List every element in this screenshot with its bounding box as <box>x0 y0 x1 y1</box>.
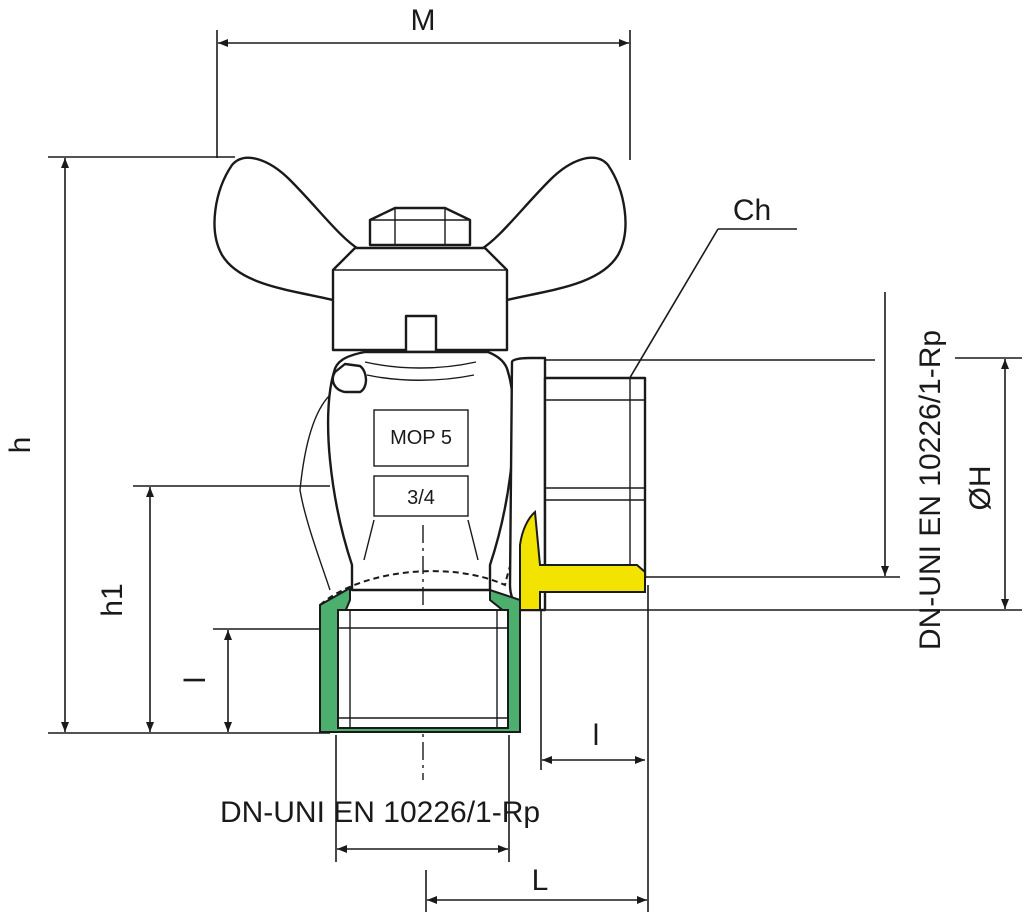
dimension-h <box>48 156 330 734</box>
body-mop-label: MOP 5 <box>390 427 452 449</box>
body-size-label: 3/4 <box>407 487 435 509</box>
dimension-l-horizontal <box>540 600 645 770</box>
dimension-l-vertical <box>213 628 340 732</box>
dimension-h1 <box>133 485 330 732</box>
label-ch: Ch <box>733 194 771 227</box>
leader-ch <box>618 228 797 395</box>
label-thread-right: DN-UNI EN 10226/1-Rp <box>914 330 947 650</box>
side-port <box>508 356 647 612</box>
label-l-horizontal: l <box>593 719 600 752</box>
label-L: L <box>532 864 549 897</box>
label-l-vertical: l <box>179 677 212 684</box>
dimension-m <box>216 30 631 160</box>
label-thread-bottom: DN-UNI EN 10226/1-Rp <box>220 796 540 829</box>
label-m: M <box>411 4 436 37</box>
label-h: h <box>4 437 37 454</box>
label-oh: ØH <box>964 466 997 511</box>
butterfly-handle <box>213 156 627 354</box>
dimension-oh <box>525 357 1022 611</box>
label-h1: h1 <box>96 583 129 616</box>
bottom-port <box>319 586 521 733</box>
dimension-bottom-thread <box>335 735 510 862</box>
dimension-L <box>425 585 649 912</box>
